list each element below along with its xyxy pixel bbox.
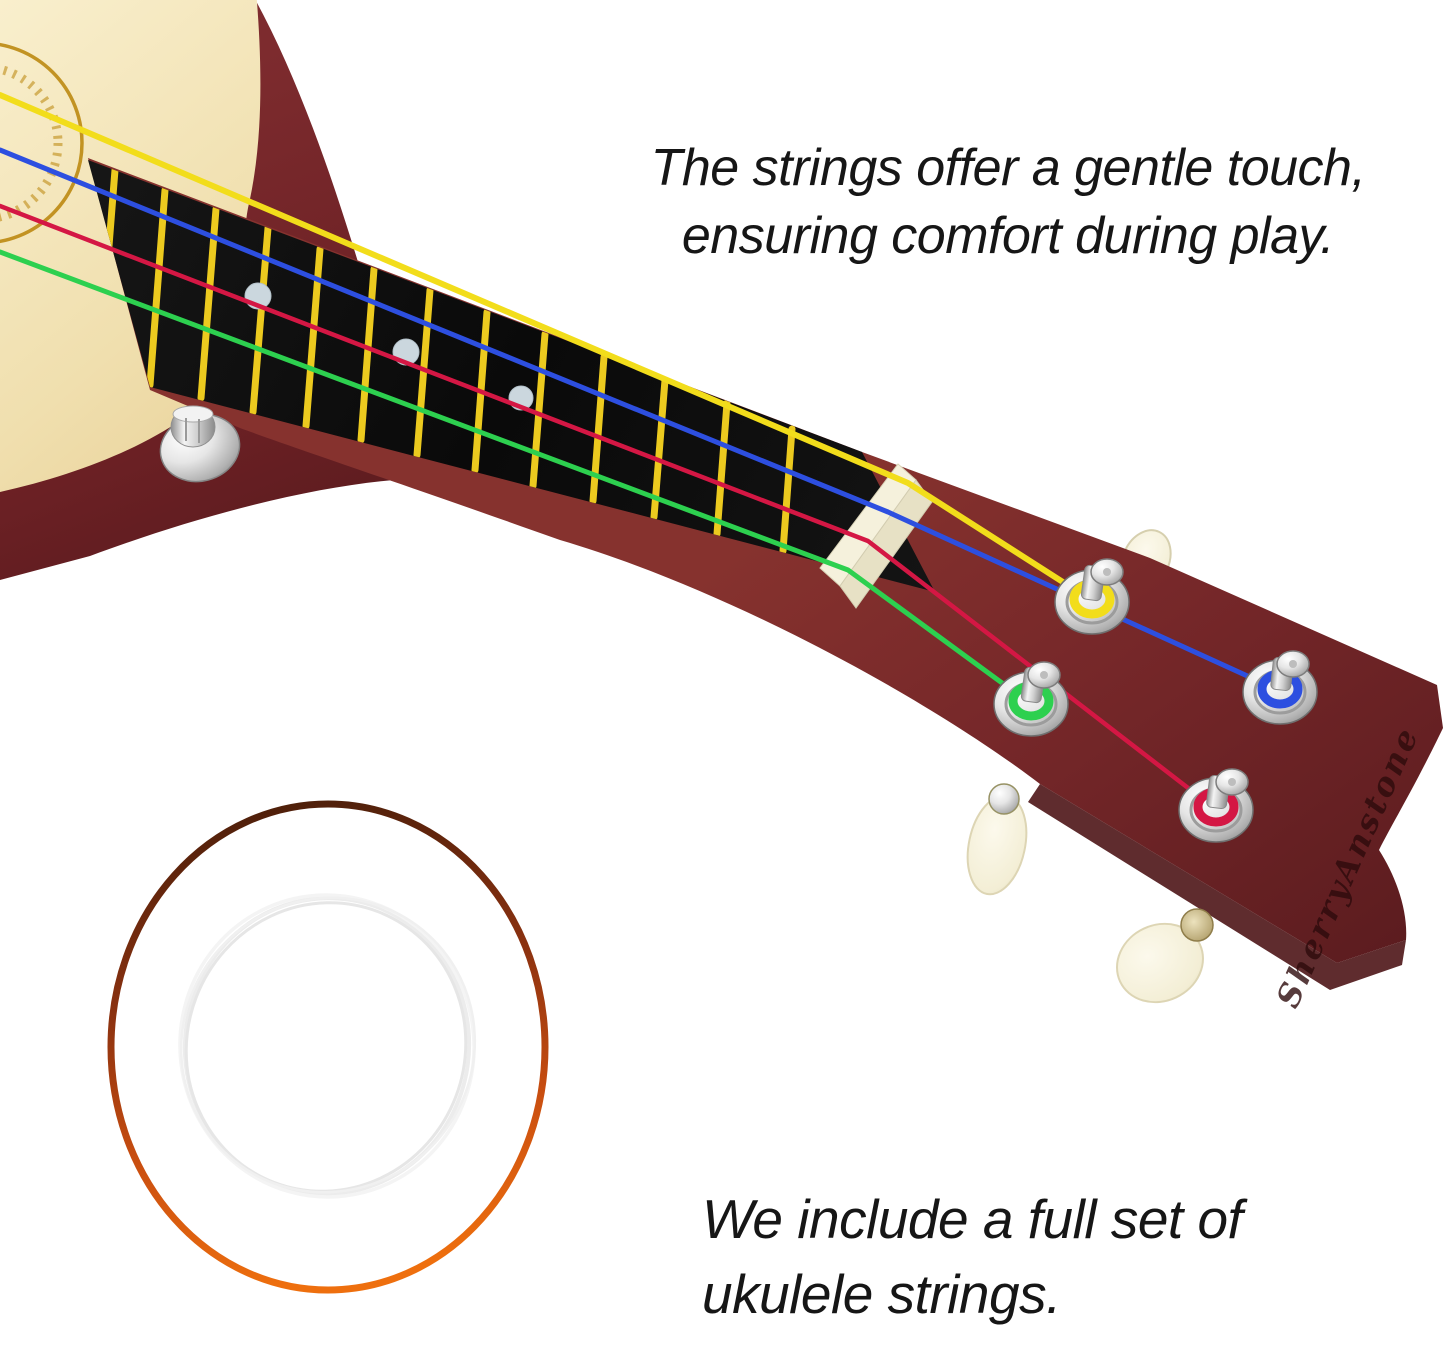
tuning-peg-red [1178,768,1254,843]
caption-top-line1: The strings offer a gentle touch, [650,139,1366,197]
string-blue [0,147,1281,693]
strap-button [159,405,241,483]
tuning-peg-yellow [1054,558,1130,635]
soundboard-gold-stamp-icon [0,42,84,244]
headstock-edge-thickness [1028,784,1406,990]
tuning-pegs [993,558,1318,843]
string-red [0,203,1217,811]
caption-bottom-line2: ukulele strings. [702,1263,1061,1325]
tuning-knob-back-right [1116,908,1214,1004]
coil-outer-string [107,800,549,1294]
string-green [0,249,1031,705]
string-yellow [0,92,1094,603]
string-coil [107,800,549,1294]
strings [0,92,1281,811]
caption-bottom-line1: We include a full set of [702,1188,1243,1250]
caption-top-line2: ensuring comfort during play. [681,207,1335,265]
caption-bottom: We include a full set of ukulele strings… [702,1182,1352,1332]
tuning-knob-back-left [966,783,1028,896]
caption-top: The strings offer a gentle touch, ensuri… [558,134,1445,270]
tuning-peg-blue [1242,650,1318,725]
tuning-peg-green [993,661,1069,737]
coil-inner-string [178,893,477,1199]
